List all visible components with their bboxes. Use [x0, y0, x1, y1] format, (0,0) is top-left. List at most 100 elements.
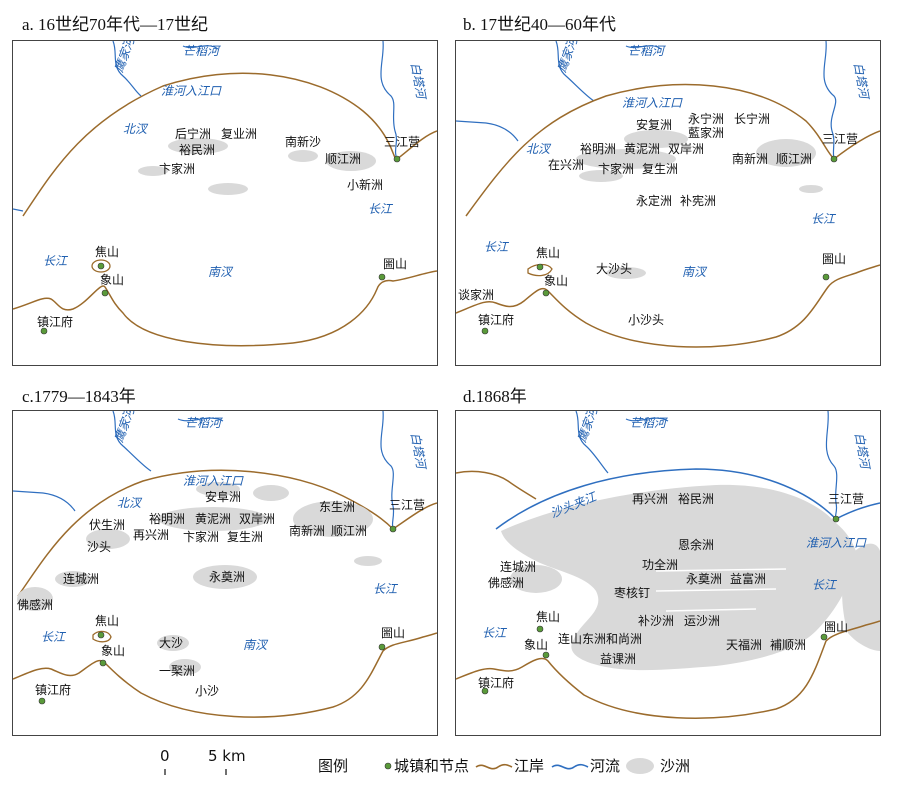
shoal-label: 安复洲	[636, 117, 672, 132]
node-label: 圌山	[822, 252, 846, 266]
water-label: 长江	[373, 582, 399, 596]
node-chuanshan	[378, 273, 386, 281]
shoal-label: 顺江洲	[325, 152, 361, 166]
shoal-label: 沙头	[87, 540, 111, 554]
shoal	[326, 151, 376, 171]
shoal-label: 连城洲	[500, 559, 536, 574]
shoal-label: 佛感洲	[17, 597, 53, 612]
node-label: 焦山	[536, 246, 560, 260]
river-line	[380, 41, 398, 160]
river-label: 鹰家河	[112, 411, 138, 444]
node-label: 镇江府	[478, 312, 514, 327]
shoal-label: 双岸洲	[239, 512, 275, 526]
node-zhenjiang	[40, 327, 48, 335]
shoal-label: 再兴洲	[632, 492, 668, 506]
shoal-label: 复生洲	[642, 162, 678, 176]
legend-node-icon	[384, 762, 392, 770]
shoal-label: 东生洲	[319, 500, 355, 514]
shoal-label: 黄泥洲	[624, 142, 660, 156]
node-label: 镇江府	[37, 314, 73, 329]
node-label: 象山	[524, 638, 548, 652]
shoal-label: 南新洲	[289, 523, 325, 538]
legend-shoal-label: 沙洲	[660, 757, 691, 775]
south-bank	[13, 270, 437, 347]
shoal	[288, 150, 318, 162]
node-label: 镇江府	[478, 675, 514, 690]
river-line	[182, 45, 219, 50]
river-label: 白塔河	[852, 432, 872, 472]
water-label: 南汊	[208, 265, 234, 279]
node-label: 镇江府	[35, 682, 71, 697]
shoal-label: 再兴洲	[133, 528, 169, 542]
shoal-label: 藍家洲	[688, 125, 724, 140]
panel-d-map: 鹰家河 芒稻河 白塔河 沙头夹江 淮河入江口 长江 长江 三江营 焦山 象山 圌…	[455, 410, 881, 736]
node-xiangshan	[101, 289, 109, 297]
legend-river-icon	[551, 763, 589, 770]
shoal-label: 大沙	[159, 636, 183, 650]
shoal-label: 裕民洲	[678, 491, 714, 506]
shoal-label: 卞家洲	[183, 529, 219, 544]
legend-node-label: 城镇和节点	[394, 757, 470, 775]
shoal-label: 复业洲	[221, 127, 257, 141]
node-label: 象山	[544, 274, 568, 288]
water-label: 北汊	[123, 122, 149, 136]
shoal-label: 小沙头	[628, 313, 664, 327]
shoal-label: 后宁洲	[175, 126, 211, 141]
shoal-label: 黄泥洲	[195, 512, 231, 526]
river-label: 芒稻河	[628, 44, 666, 58]
shoal	[138, 166, 168, 176]
water-label: 长江	[811, 212, 837, 226]
node-label: 焦山	[536, 610, 560, 624]
shoal-label: 小新洲	[347, 177, 383, 192]
river-line	[112, 41, 142, 97]
water-label: 长江	[43, 254, 69, 268]
node-sanjiangying	[393, 155, 401, 163]
jiaoshan-island	[91, 259, 111, 273]
shoal-label: 補顺洲	[770, 638, 806, 652]
shoal-label: 顺江洲	[776, 152, 812, 166]
shoal	[208, 183, 248, 195]
panel-d-title: d.1868年	[463, 387, 527, 406]
water-label: 长江	[41, 630, 67, 644]
shoal-mass	[501, 484, 856, 671]
river-label: 鹰家河	[575, 411, 601, 444]
shoal-label: 佛感洲	[488, 575, 524, 590]
legend-river-label: 河流	[590, 757, 621, 775]
scale-zero: 0	[160, 747, 170, 765]
scale-five: 5 km	[208, 747, 246, 765]
node-label: 圌山	[381, 626, 405, 640]
shoal-label: 伏生洲	[89, 518, 125, 532]
water-label: 淮河入江口	[806, 536, 867, 550]
river-label: 鹰家河	[112, 41, 138, 74]
node-jiaoshan	[97, 262, 105, 270]
legend-coast-icon	[475, 763, 513, 770]
shoal-label: 永奠洲	[209, 569, 245, 584]
water-label: 长江	[482, 626, 508, 640]
legend-shoal-icon	[626, 758, 654, 774]
water-label: 北汊	[526, 142, 552, 156]
water-label: 淮河入江口	[622, 96, 683, 110]
shoal-label: 连山东洲和尚洲	[558, 631, 642, 646]
node-label: 象山	[100, 273, 124, 287]
shoal-label: 顺江洲	[331, 524, 367, 538]
shoal	[168, 138, 228, 154]
shoal-label: 小沙	[195, 684, 219, 698]
shoal-label: 恩余洲	[678, 537, 714, 552]
shoal-label: 功全洲	[642, 557, 678, 572]
water-label: 淮河入江口	[183, 474, 244, 488]
shoal-label: 在兴洲	[548, 158, 584, 172]
shoal-label: 永奠洲	[686, 571, 722, 586]
shoal-label: 补沙洲	[638, 614, 674, 628]
river-label: 白塔河	[408, 432, 428, 472]
legend-title: 图例	[318, 757, 349, 775]
shoal-label: 永宁洲	[688, 111, 724, 126]
shoal-label: 裕民洲	[179, 142, 215, 157]
shoal-label: 南新洲	[732, 151, 768, 166]
panel-b-title: b. 17世纪40—60年代	[463, 15, 616, 34]
river-label: 鹰家河	[555, 41, 581, 74]
river-label: 白塔河	[851, 62, 871, 102]
shoal-label: 安阜洲	[205, 489, 241, 504]
node-label: 三江营	[822, 132, 858, 146]
shoal-label: 运沙洲	[684, 614, 720, 628]
panel-c-map: 鹰家河 芒稻河 白塔河 淮河入江口 北汊 长江 长江 南汊 三江营 焦山 象山 …	[12, 410, 438, 736]
